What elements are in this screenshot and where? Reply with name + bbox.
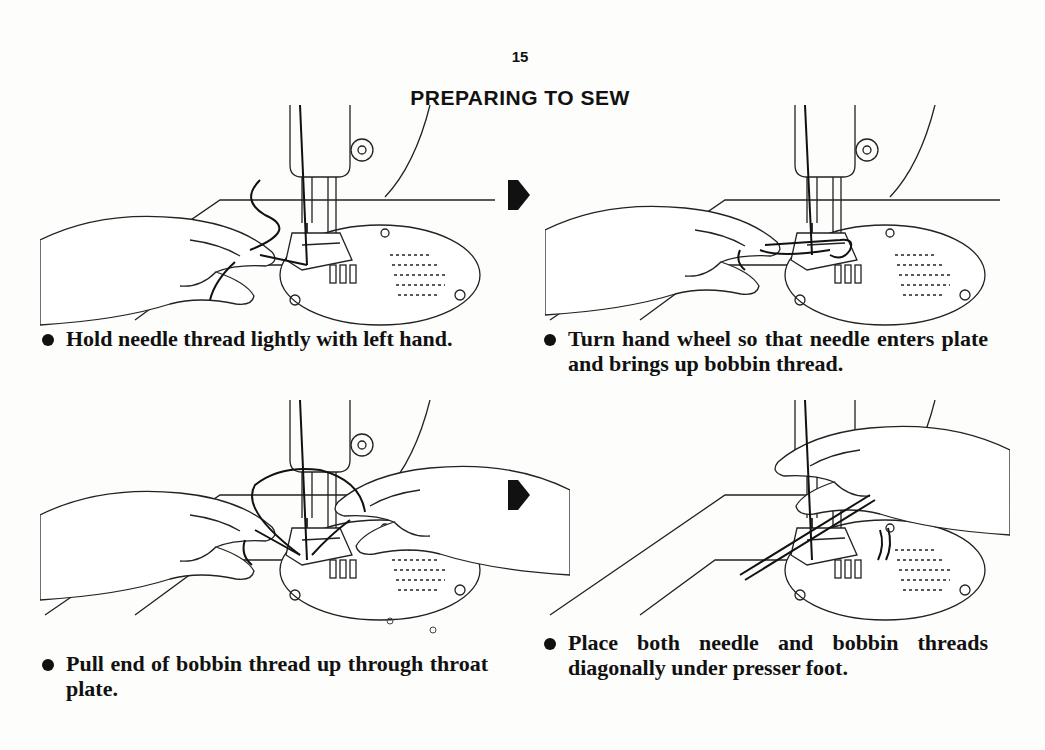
bullet — [544, 334, 556, 346]
bullet — [544, 638, 556, 650]
step-caption: Hold needle thread lightly with left han… — [66, 326, 488, 351]
step-arrow — [508, 480, 530, 510]
step-caption: Turn hand wheel so that needle enters pl… — [568, 326, 988, 376]
bullet — [42, 659, 54, 671]
page-number: 15 — [480, 48, 560, 65]
bullet — [42, 334, 54, 346]
step-caption: Pull end of bobbin thread up through thr… — [66, 651, 488, 701]
page-title: PREPARING TO SEW — [260, 86, 780, 110]
step-caption: Place both needle and bobbin threads dia… — [568, 630, 988, 680]
step-arrow — [508, 180, 530, 210]
